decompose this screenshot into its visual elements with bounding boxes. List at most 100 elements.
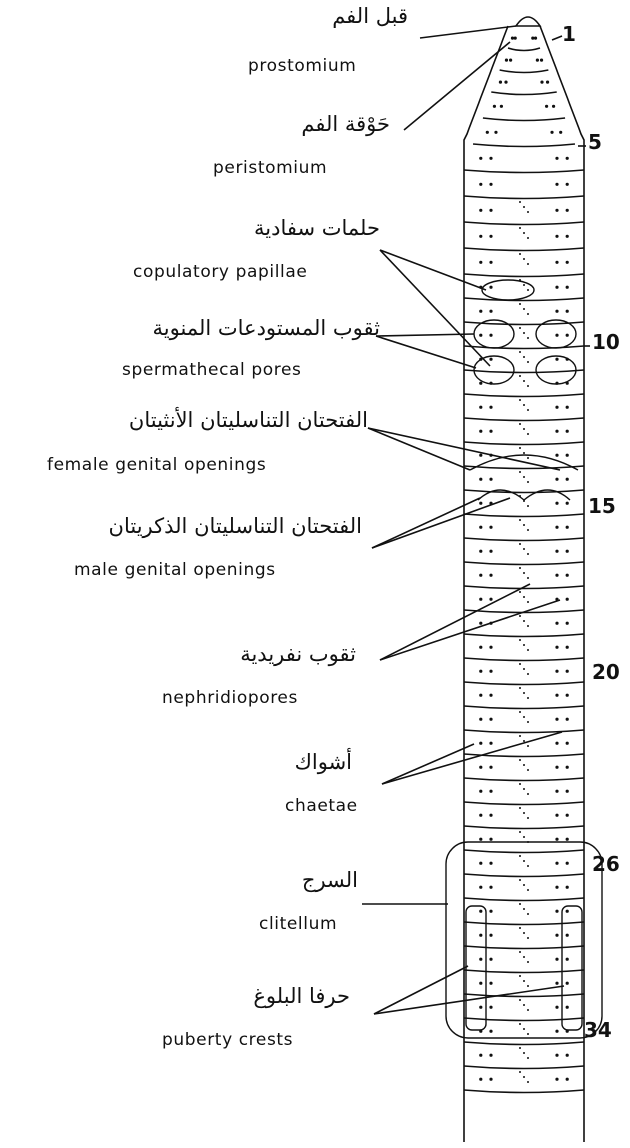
stipple-dot	[523, 932, 525, 934]
stipple-dot	[527, 457, 529, 459]
segment-boundary	[464, 1018, 584, 1021]
leader-male-2	[372, 498, 510, 548]
stipple-dot	[519, 399, 521, 401]
chaeta-dot	[566, 550, 569, 553]
segment-boundary	[464, 490, 584, 493]
stipple-dot	[527, 1009, 529, 1011]
chaeta-dot	[479, 934, 482, 937]
stipple-dot	[527, 577, 529, 579]
stipple-dot	[527, 1033, 529, 1035]
leader-chaetae-1	[382, 744, 474, 784]
segment-boundary	[464, 418, 584, 421]
chaeta-dot	[555, 646, 558, 649]
leader-number-1	[552, 36, 562, 40]
chaeta-dot	[509, 59, 512, 62]
stipple-dot	[527, 889, 529, 891]
stipple-dot	[523, 692, 525, 694]
chaeta-dot	[555, 862, 558, 865]
chaeta-dot	[555, 406, 558, 409]
stipple-dot	[527, 769, 529, 771]
stipple-dot	[523, 232, 525, 234]
stipple-dot	[519, 303, 521, 305]
stipple-dot	[527, 553, 529, 555]
stipple-dot	[523, 524, 525, 526]
chaeta-dot	[555, 157, 558, 160]
chaeta-dot	[479, 334, 482, 337]
chaeta-dot	[566, 1078, 569, 1081]
chaeta-dot	[479, 209, 482, 212]
stipple-dot	[519, 543, 521, 545]
chaeta-dot	[479, 718, 482, 721]
chaeta-dot	[555, 526, 558, 529]
label-spermathecal-pores-ar: ثقوب المستودعات المنوية	[153, 316, 380, 340]
chaeta-dot	[489, 886, 492, 889]
chaeta-dot	[555, 718, 558, 721]
label-prostomium-ar: قبل الفم	[332, 4, 408, 28]
chaeta-dot	[555, 209, 558, 212]
chaeta-dot	[566, 838, 569, 841]
segment-boundary	[464, 562, 584, 565]
label-puberty-crests-ar: حرفا البلوغ	[253, 984, 350, 1008]
stipple-dot	[519, 855, 521, 857]
chaeta-dot	[479, 910, 482, 913]
stipple-dot	[519, 879, 521, 881]
stipple-dot	[519, 471, 521, 473]
chaeta-dot	[555, 261, 558, 264]
chaeta-dot	[479, 886, 482, 889]
stipple-dot	[527, 361, 529, 363]
chaeta-dot	[489, 286, 492, 289]
stipple-dot	[519, 807, 521, 809]
chaeta-dot	[479, 742, 482, 745]
chaeta-dot	[489, 790, 492, 793]
chaeta-dot	[489, 838, 492, 841]
chaeta-dot	[566, 982, 569, 985]
stipple-dot	[527, 385, 529, 387]
chaeta-dot	[489, 766, 492, 769]
chaeta-dot	[555, 670, 558, 673]
stipple-dot	[527, 313, 529, 315]
chaeta-dot	[489, 814, 492, 817]
leader-copulatory-2	[380, 250, 490, 366]
chaeta-dot	[555, 622, 558, 625]
stipple-dot	[519, 711, 521, 713]
stipple-dot	[523, 860, 525, 862]
stipple-dot	[523, 476, 525, 478]
chaeta-dot	[486, 131, 489, 134]
chaeta-dot	[555, 502, 558, 505]
chaeta-dot	[489, 910, 492, 913]
stipple-dot	[523, 548, 525, 550]
chaeta-dot	[566, 718, 569, 721]
chaeta-dot	[566, 742, 569, 745]
chaeta-dot	[489, 862, 492, 865]
chaeta-dot	[479, 814, 482, 817]
chaeta-dot	[479, 598, 482, 601]
chaeta-dot	[550, 131, 553, 134]
chaeta-dot	[479, 502, 482, 505]
label-peristomium-ar: حَوْقة الفم	[301, 112, 390, 136]
chaeta-dot	[489, 1006, 492, 1009]
chaeta-dot	[555, 1030, 558, 1033]
chaeta-dot	[555, 910, 558, 913]
chaeta-dot	[479, 982, 482, 985]
chaeta-dot	[489, 209, 492, 212]
stipple-dot	[527, 721, 529, 723]
stipple-dot	[523, 716, 525, 718]
stipple-dot	[527, 985, 529, 987]
chaeta-dot	[479, 1078, 482, 1081]
chaeta-dot	[479, 766, 482, 769]
chaeta-dot	[479, 406, 482, 409]
stipple-dot	[527, 937, 529, 939]
chaeta-dot	[566, 934, 569, 937]
segment-boundary	[464, 658, 584, 661]
stipple-dot	[523, 764, 525, 766]
chaeta-dot	[566, 502, 569, 505]
label-clitellum-ar: السرج	[302, 868, 358, 892]
stipple-dot	[519, 327, 521, 329]
chaeta-dot	[559, 131, 562, 134]
puberty-crest-left	[466, 906, 486, 1030]
segment-boundary	[464, 1090, 584, 1093]
chaeta-dot	[489, 574, 492, 577]
stipple-dot	[523, 812, 525, 814]
stipple-dot	[523, 404, 525, 406]
label-spermathecal-pores-en: spermathecal pores	[122, 360, 302, 380]
